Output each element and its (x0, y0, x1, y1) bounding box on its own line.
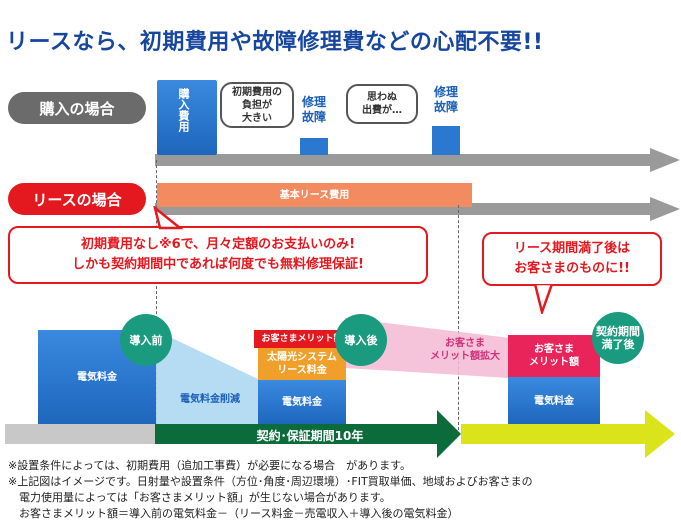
lease-case-text: リースの場合 (32, 190, 122, 209)
merit-line: お客さま (534, 344, 574, 355)
ownership-callout: リース期間満了後は お客さまのものに!! (482, 232, 662, 286)
circle-text: 満了後 (601, 338, 635, 351)
purchase-case-label: 購入の場合 (8, 92, 146, 124)
note-line: お客さまメリット額＝導入前の電気料金－（リース料金－売電収入＋導入後の電気料金） (8, 507, 459, 520)
period-text: 契約･保証期間10年 (256, 429, 364, 443)
solar-lease-line: リース料金 (277, 365, 327, 376)
before-circle: 導入前 (120, 314, 172, 366)
lease-benefit-callout: 初期費用なし※6で、月々定額のお支払いのみ! しかも契約期間中であれば何度でも無… (8, 226, 428, 284)
purchase-cost-bar: 購入費用 (157, 80, 217, 155)
guide-start (156, 160, 157, 430)
before-elec-text: 電気料金 (77, 372, 117, 383)
lease-case-label: リースの場合 (8, 183, 146, 215)
after-elec-text: 電気料金 (282, 397, 322, 408)
repair-label-2: 修理 故障 (428, 85, 464, 115)
after-circle: 導入後 (335, 314, 387, 366)
merit-expand-text: お客さま メリット額拡大 (420, 337, 510, 363)
reduction-area (155, 330, 260, 425)
repair-text: 修理 (301, 95, 326, 109)
end-stack: お客さま メリット額 電気料金 (508, 335, 600, 425)
repair-bar-1 (300, 138, 328, 155)
reduction-text: 電気料金削減 (180, 394, 240, 405)
bubble-line: 出費が… (362, 105, 402, 116)
end-circle: 契約期間 満了後 (592, 312, 644, 364)
end-electricity-segment: 電気料金 (508, 377, 600, 425)
callout-pointer-right (533, 284, 554, 314)
bubble-line: 初期費用の (232, 86, 282, 98)
bubble-line: 負担が (242, 99, 272, 111)
period-arrow (5, 410, 675, 458)
repair-text: 故障 (301, 110, 326, 124)
bubble-line: 思わぬ (367, 92, 397, 103)
end-elec-text: 電気料金 (534, 395, 574, 407)
callout-line: 初期費用なし※6で、月々定額のお支払いのみ! (80, 237, 356, 252)
repair-text: 修理 (433, 85, 458, 99)
callout-line: お客さまのものに!! (514, 261, 630, 276)
bubble-line: 大きい (242, 112, 272, 124)
note-line: 電力使用量によっては「お客さまメリット額」が生じない場合があります。 (8, 491, 391, 504)
purchase-timeline-arrow (155, 148, 680, 172)
unexpected-cost-bubble: 思わぬ 出費が… (346, 84, 418, 124)
merit-line: メリット額 (529, 357, 579, 368)
note-line: ※設置条件によっては、初期費用（追加工事費）が必要になる場合 があります。 (8, 459, 412, 472)
merit-expand-line: お客さま (445, 338, 485, 349)
after-electricity-segment: 電気料金 (258, 380, 346, 425)
initial-cost-bubble: 初期費用の 負担が 大きい (220, 82, 294, 128)
repair-label-1: 修理 故障 (296, 95, 332, 125)
circle-text: 導入後 (344, 333, 378, 347)
merit-expand-line: メリット額拡大 (430, 351, 500, 362)
repair-bar-2 (432, 126, 460, 155)
callout-line: しかも契約期間中であれば何度でも無料修理保証! (72, 257, 364, 272)
merit-tag-text: お客さまメリット額 (261, 333, 343, 344)
purchase-case-text: 購入の場合 (39, 99, 115, 118)
repair-text: 故障 (433, 100, 458, 114)
note-line: ※上記図はイメージです。日射量や設置条件（方位･角度･周辺環境）･FIT買取単価… (8, 475, 533, 488)
circle-text: 契約期間 (596, 325, 640, 338)
after-stack: お客さまメリット額 太陽光システム リース料金 電気料金 (254, 330, 350, 425)
purchase-cost-text: 購入費用 (177, 88, 190, 132)
page-title: リースなら、初期費用や故障修理費などの心配不要!! (6, 30, 544, 55)
lease-fee-bar: 基本リース費用 (157, 183, 472, 207)
callout-line: リース期間満了後は (513, 241, 631, 256)
solar-lease-line: 太陽光システム (267, 352, 337, 363)
merit-tag: お客さまメリット額 (254, 330, 350, 348)
lease-fee-text: 基本リース費用 (279, 189, 350, 201)
solar-lease-segment: 太陽光システム リース料金 (258, 348, 346, 380)
guide-end (458, 205, 459, 430)
merit-segment: お客さま メリット額 (508, 335, 600, 377)
circle-text: 導入前 (129, 333, 163, 347)
callout-pointer-left (153, 206, 184, 230)
